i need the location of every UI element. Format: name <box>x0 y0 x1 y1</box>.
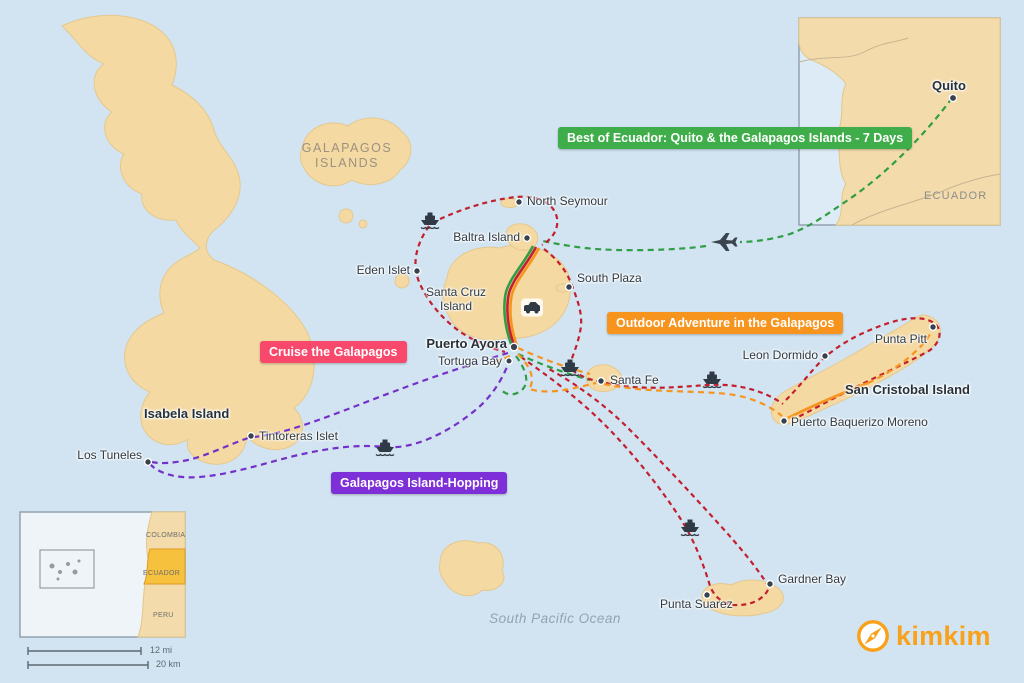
islet-small-2 <box>358 219 368 229</box>
place-marker-baltra[interactable] <box>522 233 532 243</box>
road-bundle-baltra-puerto-ayora <box>503 245 541 349</box>
route-badge-best-of-ecuador[interactable]: Best of Ecuador: Quito & the Galapagos I… <box>558 127 913 149</box>
place-marker-puerto-ayora[interactable] <box>509 342 519 352</box>
place-marker-los-tuneles[interactable] <box>143 457 153 467</box>
transport-icons <box>375 212 738 537</box>
islet-eden <box>394 273 410 289</box>
inset-region <box>19 511 186 638</box>
place-marker-south-plaza[interactable] <box>564 282 574 292</box>
inset-border-peru <box>851 173 1001 226</box>
ferry-icon <box>702 371 722 389</box>
islet-small-1 <box>338 208 354 224</box>
scale-bar <box>27 647 149 669</box>
inset-ecuador-land <box>798 17 1001 226</box>
ferry-icon <box>560 359 580 377</box>
island-san-cristobal <box>771 314 941 425</box>
route-outdoor-adventure-road <box>787 381 869 420</box>
inset-galapagos-box <box>39 549 95 589</box>
inset-galapagos-dots <box>49 559 81 581</box>
route-badge-island-hopping[interactable]: Galapagos Island-Hopping <box>331 472 508 494</box>
route-badge-outdoor-adventure[interactable]: Outdoor Adventure in the Galapagos <box>607 312 844 334</box>
place-marker-gardner-bay[interactable] <box>765 579 775 589</box>
compass-icon <box>857 620 889 652</box>
inset-ecuador <box>798 17 1001 226</box>
place-markers[interactable] <box>143 93 958 600</box>
place-marker-quito[interactable] <box>948 93 958 103</box>
brand-logo[interactable]: kimkim <box>855 618 991 654</box>
place-marker-punta-suarez[interactable] <box>702 590 712 600</box>
ferry-icon <box>420 212 440 230</box>
place-marker-santa-fe[interactable] <box>596 376 606 386</box>
route-island-hopping <box>149 351 512 479</box>
place-marker-eden[interactable] <box>412 266 422 276</box>
route-best-of-ecuador <box>499 97 953 396</box>
island-floreana <box>439 540 505 597</box>
place-marker-punta-pitt[interactable] <box>928 322 938 332</box>
route-badge-cruise[interactable]: Cruise the Galapagos <box>260 341 407 363</box>
island-espanola <box>701 579 784 617</box>
place-marker-leon-dormido[interactable] <box>820 351 830 361</box>
ferry-icon <box>680 519 700 537</box>
place-marker-north-seymour[interactable] <box>514 197 524 207</box>
car-icon <box>521 298 543 317</box>
inset-region-ecuador-highlight <box>143 548 186 585</box>
island-isabela <box>61 14 315 465</box>
brand-name: kimkim <box>896 620 991 651</box>
place-marker-puerto-baquerizo[interactable] <box>779 416 789 426</box>
route-outdoor-adventure <box>487 328 934 417</box>
island-baltra <box>506 223 539 251</box>
plane-icon <box>711 233 738 251</box>
island-santiago <box>299 117 412 187</box>
ferry-icon <box>375 439 395 457</box>
place-marker-tortuga-bay[interactable] <box>505 357 513 365</box>
inset-border-colombia <box>798 37 909 63</box>
place-marker-tintoreras[interactable] <box>246 431 256 441</box>
